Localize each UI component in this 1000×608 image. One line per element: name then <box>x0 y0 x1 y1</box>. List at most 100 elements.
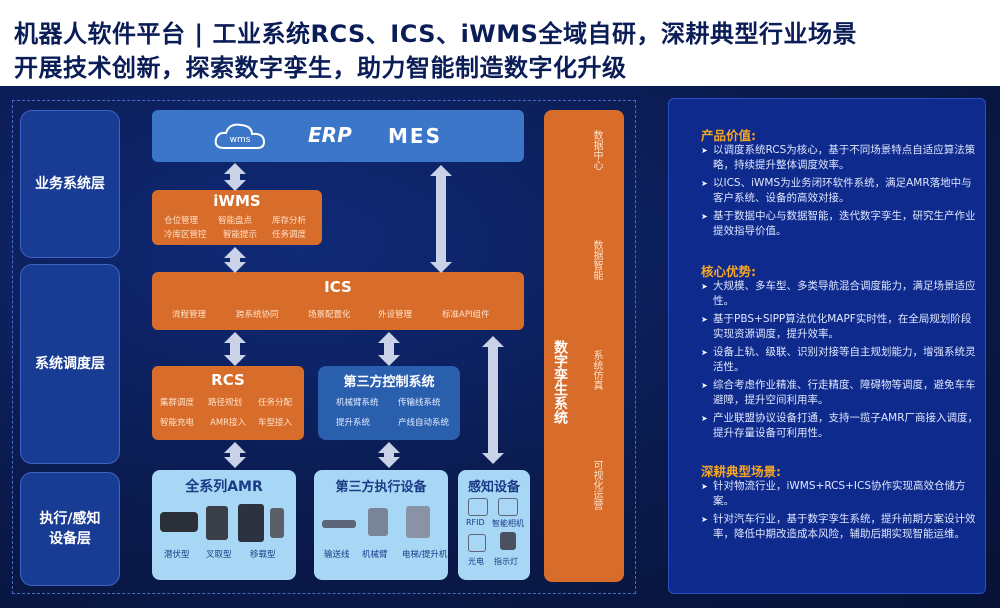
amr-box: 全系列AMR 潜伏型 叉取型 移载型 <box>152 470 296 580</box>
core-item: 设备上轨、级联、识别对接等自主规划能力，增强系统灵活性。 <box>701 345 979 375</box>
value-item: 以ICS、iWMS为业务闭环软件系统，满足AMR落地中与客户系统、设备的高效对接… <box>701 176 979 206</box>
erp-logo: ERP <box>308 123 352 147</box>
arrow-iwms-ics <box>224 247 246 273</box>
wms-cloud-icon: wms <box>214 123 266 149</box>
robot-arm-icon <box>368 508 388 536</box>
arrow-business-ics <box>430 165 452 273</box>
ics-box: ICS 流程管理 跨系统协同 场景配置化 外设管理 标准API组件 <box>152 272 524 330</box>
value-item: 以调度系统RCS为核心，基于不同场景特点自适应算法策略，持续提升整体调度效率。 <box>701 143 979 173</box>
ics-item: 跨系统协同 <box>236 310 279 320</box>
rcs-item: 路径规划 <box>208 398 243 408</box>
arrow-business-iwms <box>224 163 246 191</box>
core-item: 综合考虑作业精准、行走精度、障碍物等调度，避免车车避障，提升空间利用率。 <box>701 378 979 408</box>
third-control-item: 产线自动系统 <box>398 418 450 428</box>
ics-title: ICS <box>324 278 352 296</box>
rcs-title: RCS <box>211 371 245 389</box>
iwms-item: 冷库区管控 <box>164 230 207 240</box>
mes-logo: MES <box>388 124 442 148</box>
ics-item: 流程管理 <box>172 310 207 320</box>
core-item: 产业联盟协议设备打通，支持一揽子AMR厂商接入调度，提升存量设备可利用性。 <box>701 411 979 441</box>
third-control-box: 第三方控制系统 机械臂系统 传输线系统 提升系统 产线自动系统 <box>318 366 460 440</box>
photoelectric-icon <box>468 534 486 552</box>
business-systems-bar: wms ERP MES <box>152 110 524 162</box>
rcs-item: AMR接入 <box>210 418 247 428</box>
digital-twin-item: 可视化运营 <box>591 460 602 510</box>
indicator-light-icon <box>500 532 516 550</box>
layer-scheduling: 系统调度层 <box>20 264 120 464</box>
digital-twin-item: 数据智能 <box>591 240 602 280</box>
third-control-item: 提升系统 <box>336 418 371 428</box>
iwms-item: 任务调度 <box>272 230 307 240</box>
third-control-item: 传输线系统 <box>398 398 441 408</box>
iwms-item: 智能提示 <box>223 230 258 240</box>
transfer-amr-icon <box>238 504 264 542</box>
wms-label: wms <box>230 135 251 145</box>
rfid-icon <box>468 498 488 516</box>
third-control-item: 机械臂系统 <box>336 398 379 408</box>
scene-item: 针对物流行业，iWMS+RCS+ICS协作实现高效仓储方案。 <box>701 479 979 509</box>
core-list: 大规模、多车型、多类导航混合调度能力，满足场景适应性。 基于PBS+SIPP算法… <box>701 279 979 444</box>
layer-execution: 执行/感知设备层 <box>20 472 120 586</box>
core-heading: 核心优势: <box>701 264 756 279</box>
third-exec-title: 第三方执行设备 <box>335 480 427 495</box>
digital-twin-item: 数据中心 <box>591 130 602 170</box>
rcs-item: 车型接入 <box>258 418 293 428</box>
forklift-amr-icon <box>206 506 228 540</box>
arrow-ics-rcs <box>224 332 246 366</box>
sensing-item: 指示灯 <box>494 557 518 566</box>
arrow-rcs-amr <box>224 442 246 468</box>
iwms-item: 智能盘点 <box>218 216 253 226</box>
layer-business: 业务系统层 <box>20 110 120 258</box>
amr-item: 叉取型 <box>206 550 232 560</box>
iwms-item: 库存分析 <box>272 216 307 226</box>
sensing-title: 感知设备 <box>467 480 520 495</box>
arrow-ics-third-control <box>378 332 400 366</box>
value-item: 基于数据中心与数据智能，迭代数字孪生，研究生产作业提效指导价值。 <box>701 209 979 239</box>
sensing-item: 智能相机 <box>492 519 524 528</box>
elevator-icon <box>406 506 430 538</box>
value-list: 以调度系统RCS为核心，基于不同场景特点自适应算法策略，持续提升整体调度效率。 … <box>701 143 979 242</box>
layer-execution-label: 执行/感知设备层 <box>39 511 101 547</box>
rcs-item: 集群调度 <box>160 398 195 408</box>
amr-title: 全系列AMR <box>185 479 263 495</box>
sensing-box: 感知设备 RFID 智能相机 光电 指示灯 <box>458 470 530 580</box>
iwms-item: 仓位管理 <box>164 216 199 226</box>
arrow-control-exec <box>378 442 400 468</box>
iwms-box: iWMS 仓位管理 智能盘点 库存分析 冷库区管控 智能提示 任务调度 <box>152 190 322 245</box>
info-panel: 产品价值: 以调度系统RCS为核心，基于不同场景特点自适应算法策略，持续提升整体… <box>668 98 986 594</box>
layer-business-label: 业务系统层 <box>35 176 105 192</box>
rcs-box: RCS 集群调度 路径规划 任务分配 智能充电 AMR接入 车型接入 <box>152 366 304 440</box>
core-item: 基于PBS+SIPP算法优化MAPF实时性，在全局规划阶段实现资源调度，提升效率… <box>701 312 979 342</box>
digital-twin-title: 数字孪生系统 <box>552 340 568 424</box>
third-exec-item: 电梯/提升机 <box>402 550 448 560</box>
ics-item: 外设管理 <box>378 310 413 320</box>
sensing-item: 光电 <box>468 557 484 566</box>
ics-item: 场景配置化 <box>308 310 351 320</box>
ics-item: 标准API组件 <box>442 310 490 320</box>
rcs-item: 智能充电 <box>160 418 195 428</box>
value-heading: 产品价值: <box>701 128 756 143</box>
headline-line1: 机器人软件平台 | 工业系统RCS、ICS、iWMS全域自研，深耕典型行业场景 <box>14 20 857 48</box>
conveyor-icon <box>322 520 356 528</box>
scene-item: 针对汽车行业，基于数字孪生系统，提升前期方案设计效率，降低中期改造成本风险，辅助… <box>701 512 979 542</box>
scene-heading: 深耕典型场景: <box>701 464 781 479</box>
arrow-ics-sensing <box>482 336 504 464</box>
rcs-item: 任务分配 <box>258 398 293 408</box>
shelf-icon <box>270 508 284 538</box>
digital-twin-item: 系统仿真 <box>591 350 602 390</box>
third-exec-item: 输送线 <box>324 550 350 560</box>
digital-twin-box: 数字孪生系统 数据中心 数据智能 系统仿真 可视化运营 <box>544 110 624 582</box>
layer-scheduling-label: 系统调度层 <box>35 356 105 372</box>
iwms-title: iWMS <box>213 192 261 210</box>
header: 机器人软件平台 | 工业系统RCS、ICS、iWMS全域自研，深耕典型行业场景 … <box>0 0 1000 86</box>
sensing-item: RFID <box>466 518 485 527</box>
scene-list: 针对物流行业，iWMS+RCS+ICS协作实现高效仓储方案。 针对汽车行业，基于… <box>701 479 979 545</box>
headline-line2: 开展技术创新，探索数字孪生，助力智能制造数字化升级 <box>14 54 627 82</box>
third-exec-box: 第三方执行设备 输送线 机械臂 电梯/提升机 <box>314 470 448 580</box>
architecture-frame <box>12 100 636 594</box>
camera-icon <box>498 498 518 516</box>
third-exec-item: 机械臂 <box>362 550 388 560</box>
third-control-title: 第三方控制系统 <box>343 375 435 390</box>
amr-item: 移载型 <box>250 550 276 560</box>
latent-amr-icon <box>160 512 198 532</box>
